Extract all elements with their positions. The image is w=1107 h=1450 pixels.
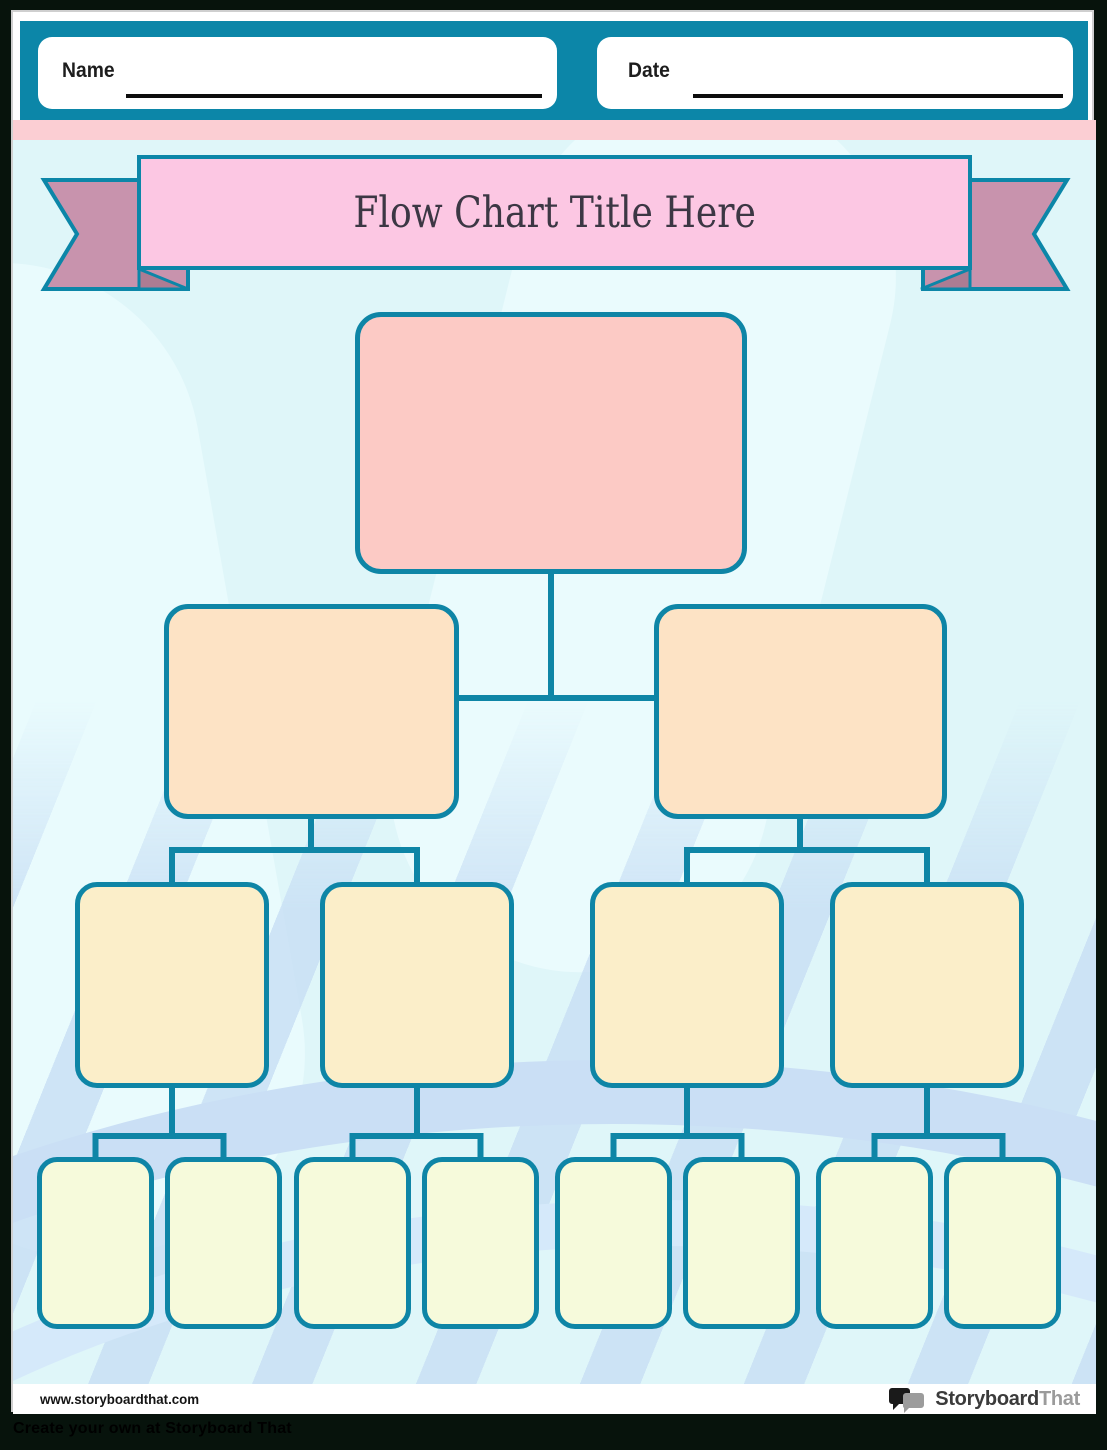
connector-l2a-children	[169, 819, 420, 882]
date-write-line[interactable]	[693, 94, 1063, 98]
flow-node-level4-5[interactable]	[555, 1157, 672, 1329]
flow-node-level4-4[interactable]	[422, 1157, 539, 1329]
flowchart-canvas: Flow Chart Title Here	[13, 140, 1096, 1384]
flow-node-level3-4[interactable]	[830, 882, 1024, 1088]
ribbon-fold-right	[920, 266, 972, 291]
flow-node-level3-2[interactable]	[320, 882, 514, 1088]
connector-l3a-children	[92, 1088, 227, 1157]
connector-l3d-children	[871, 1088, 1006, 1157]
flow-node-level2-1[interactable]	[164, 604, 459, 819]
pink-divider-strip	[13, 120, 1096, 140]
flow-node-level3-3[interactable]	[590, 882, 784, 1088]
logo-text-secondary: That	[1038, 1387, 1080, 1410]
footer-bar: www.storyboardthat.com StoryboardThat	[13, 1384, 1096, 1414]
flow-chart-title: Flow Chart Title Here	[353, 187, 756, 238]
connector-l3b-children	[349, 1088, 484, 1157]
speech-bubbles-icon	[889, 1387, 925, 1413]
name-label: Name	[62, 59, 115, 82]
flow-node-level4-2[interactable]	[165, 1157, 282, 1329]
header-bar: Name Date	[20, 21, 1088, 120]
create-your-own-caption: Create your own at Storyboard That	[13, 1420, 292, 1437]
connector-l3c-children	[610, 1088, 745, 1157]
title-banner[interactable]: Flow Chart Title Here	[137, 155, 972, 270]
flow-node-level2-2[interactable]	[654, 604, 947, 819]
storyboardthat-logo: StoryboardThat	[889, 1386, 1080, 1413]
flow-node-level4-6[interactable]	[683, 1157, 800, 1329]
page-sheet: Name Date	[11, 10, 1096, 1414]
logo-text: StoryboardThat	[935, 1388, 1080, 1411]
connector-l1-l2	[459, 574, 654, 701]
date-label: Date	[628, 59, 670, 82]
flow-node-level4-1[interactable]	[37, 1157, 154, 1329]
name-field[interactable]: Name	[38, 37, 557, 109]
logo-text-primary: Storyboard	[935, 1387, 1039, 1410]
ribbon-fold-left	[137, 266, 189, 291]
connector-l2b-children	[684, 819, 930, 882]
website-url: www.storyboardthat.com	[40, 1391, 200, 1407]
flow-node-level4-8[interactable]	[944, 1157, 1061, 1329]
flow-node-level3-1[interactable]	[75, 882, 269, 1088]
flow-node-level4-3[interactable]	[294, 1157, 411, 1329]
date-field[interactable]: Date	[597, 37, 1073, 109]
flow-node-level1[interactable]	[355, 312, 747, 574]
flow-node-level4-7[interactable]	[816, 1157, 933, 1329]
name-write-line[interactable]	[126, 94, 542, 98]
